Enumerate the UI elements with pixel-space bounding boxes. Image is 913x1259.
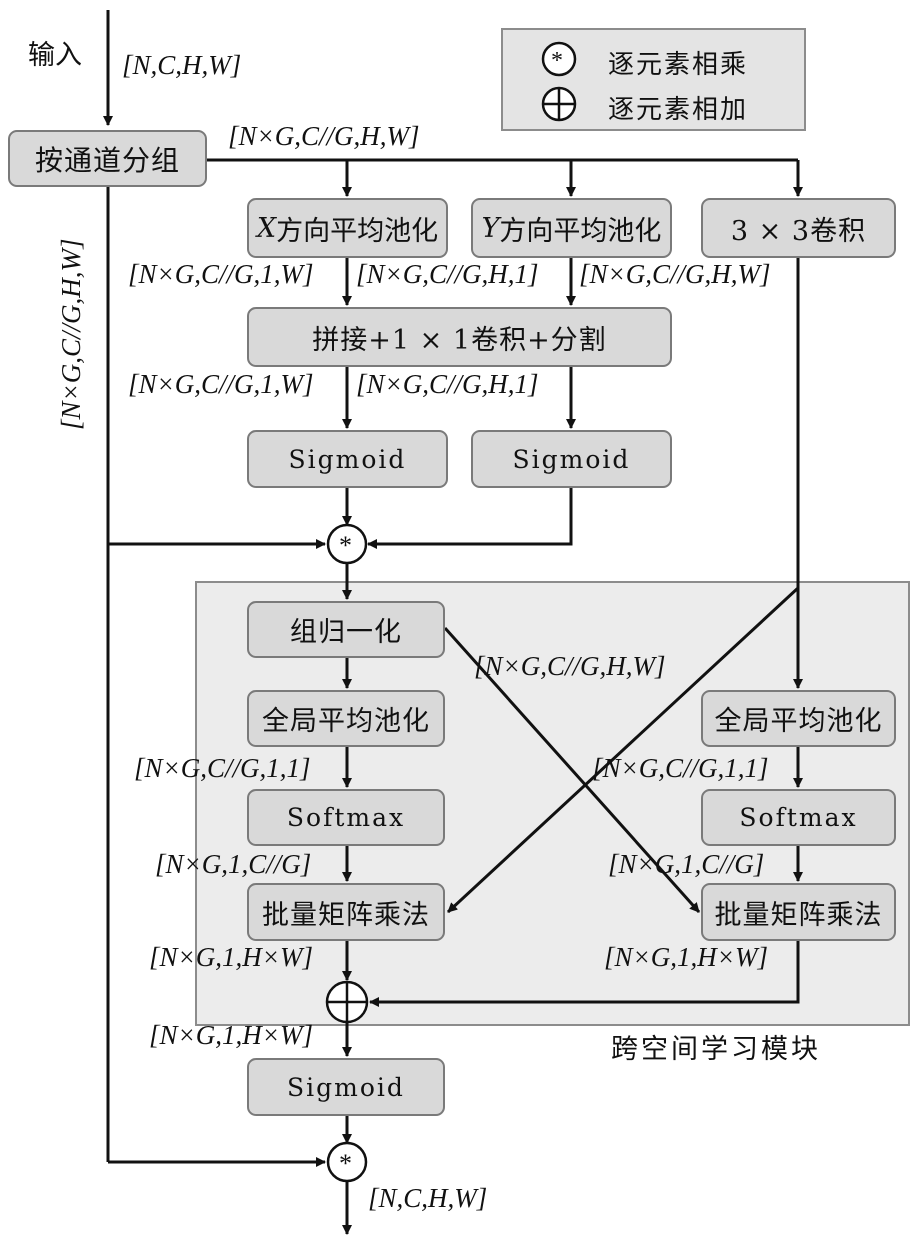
sigmoid-final-box: Sigmoid [247, 1058, 445, 1116]
sigmoid-box-2: Sigmoid [471, 430, 672, 488]
matmul-right-to-add [369, 941, 800, 1007]
shape-split-x: [N×G,C//G,1,W] [128, 369, 314, 399]
multiply-legend-label: 逐元素相乘 [608, 50, 749, 80]
softmax-right-box: Softmax [701, 789, 896, 846]
shape-cross: [N×G,C//G,H,W] [474, 651, 666, 681]
shape-grouped: [N×G,C//G,H,W] [228, 121, 420, 151]
sigmoid-box-1: Sigmoid [247, 430, 448, 488]
y-pool-text: 方向平均池化 [499, 215, 662, 247]
shape-split-y: [N×G,C//G,H,1] [356, 369, 539, 399]
conv-to-matmul-left [446, 586, 800, 914]
input-shape: [N,C,H,W] [122, 50, 242, 80]
shape-gap-right-out: [N×G,C//G,1,1] [592, 753, 769, 783]
gap-right-box: 全局平均池化 [701, 690, 896, 747]
concat-conv-split-box: 拼接+1 × 1卷积+分割 [247, 307, 672, 367]
softmax-left-box: Softmax [247, 789, 445, 846]
legend: * 逐元素相乘 逐元素相加 [501, 28, 806, 131]
module-label: 跨空间学习模块 [611, 1034, 821, 1065]
shape-matmul-left-out: [N×G,1,H×W] [149, 942, 313, 972]
x-pool-axis: X [256, 212, 277, 244]
shape-sum-out: [N×G,1,H×W] [149, 1020, 313, 1050]
multiply-symbol-1: * [339, 531, 352, 560]
y-pool-axis: Y [481, 212, 500, 244]
add-legend-label: 逐元素相加 [608, 95, 749, 125]
shape-softmax-left-out: [N×G,1,C//G] [155, 849, 312, 879]
input-label: 输入 [28, 40, 82, 71]
shape-softmax-right-out: [N×G,1,C//G] [608, 849, 765, 879]
gap-left-box: 全局平均池化 [247, 690, 445, 747]
shape-gap-left-out: [N×G,C//G,1,1] [134, 753, 311, 783]
multiply-node-1 [326, 523, 368, 565]
shape-y-pool-out: [N×G,C//G,H,1] [356, 259, 539, 289]
multiply-legend-symbol: * [551, 48, 563, 74]
matmul-right-box: 批量矩阵乘法 [701, 883, 896, 941]
multiply-node-2 [326, 1141, 368, 1183]
conv3x3-box: 3 × 3卷积 [701, 198, 896, 258]
multiply-symbol-2: * [339, 1149, 352, 1178]
group-norm-box: 组归一化 [247, 601, 445, 658]
matmul-left-box: 批量矩阵乘法 [247, 883, 445, 941]
add-legend-icon [541, 86, 577, 122]
shape-matmul-right-out: [N×G,1,H×W] [604, 942, 768, 972]
gn-to-matmul-right [443, 627, 701, 913]
sig2-to-mult [367, 488, 573, 549]
x-pool-text: 方向平均池化 [276, 215, 439, 247]
add-node [325, 980, 369, 1024]
shape-conv-out: [N×G,C//G,H,W] [579, 259, 771, 289]
multiply-legend-icon [541, 41, 577, 77]
shape-output: [N,C,H,W] [368, 1183, 488, 1213]
shape-side-vertical: [N×G,C//G,H,W] [56, 238, 86, 431]
group-by-channel-box: 按通道分组 [8, 130, 207, 187]
shape-x-pool-out: [N×G,C//G,1,W] [128, 259, 314, 289]
